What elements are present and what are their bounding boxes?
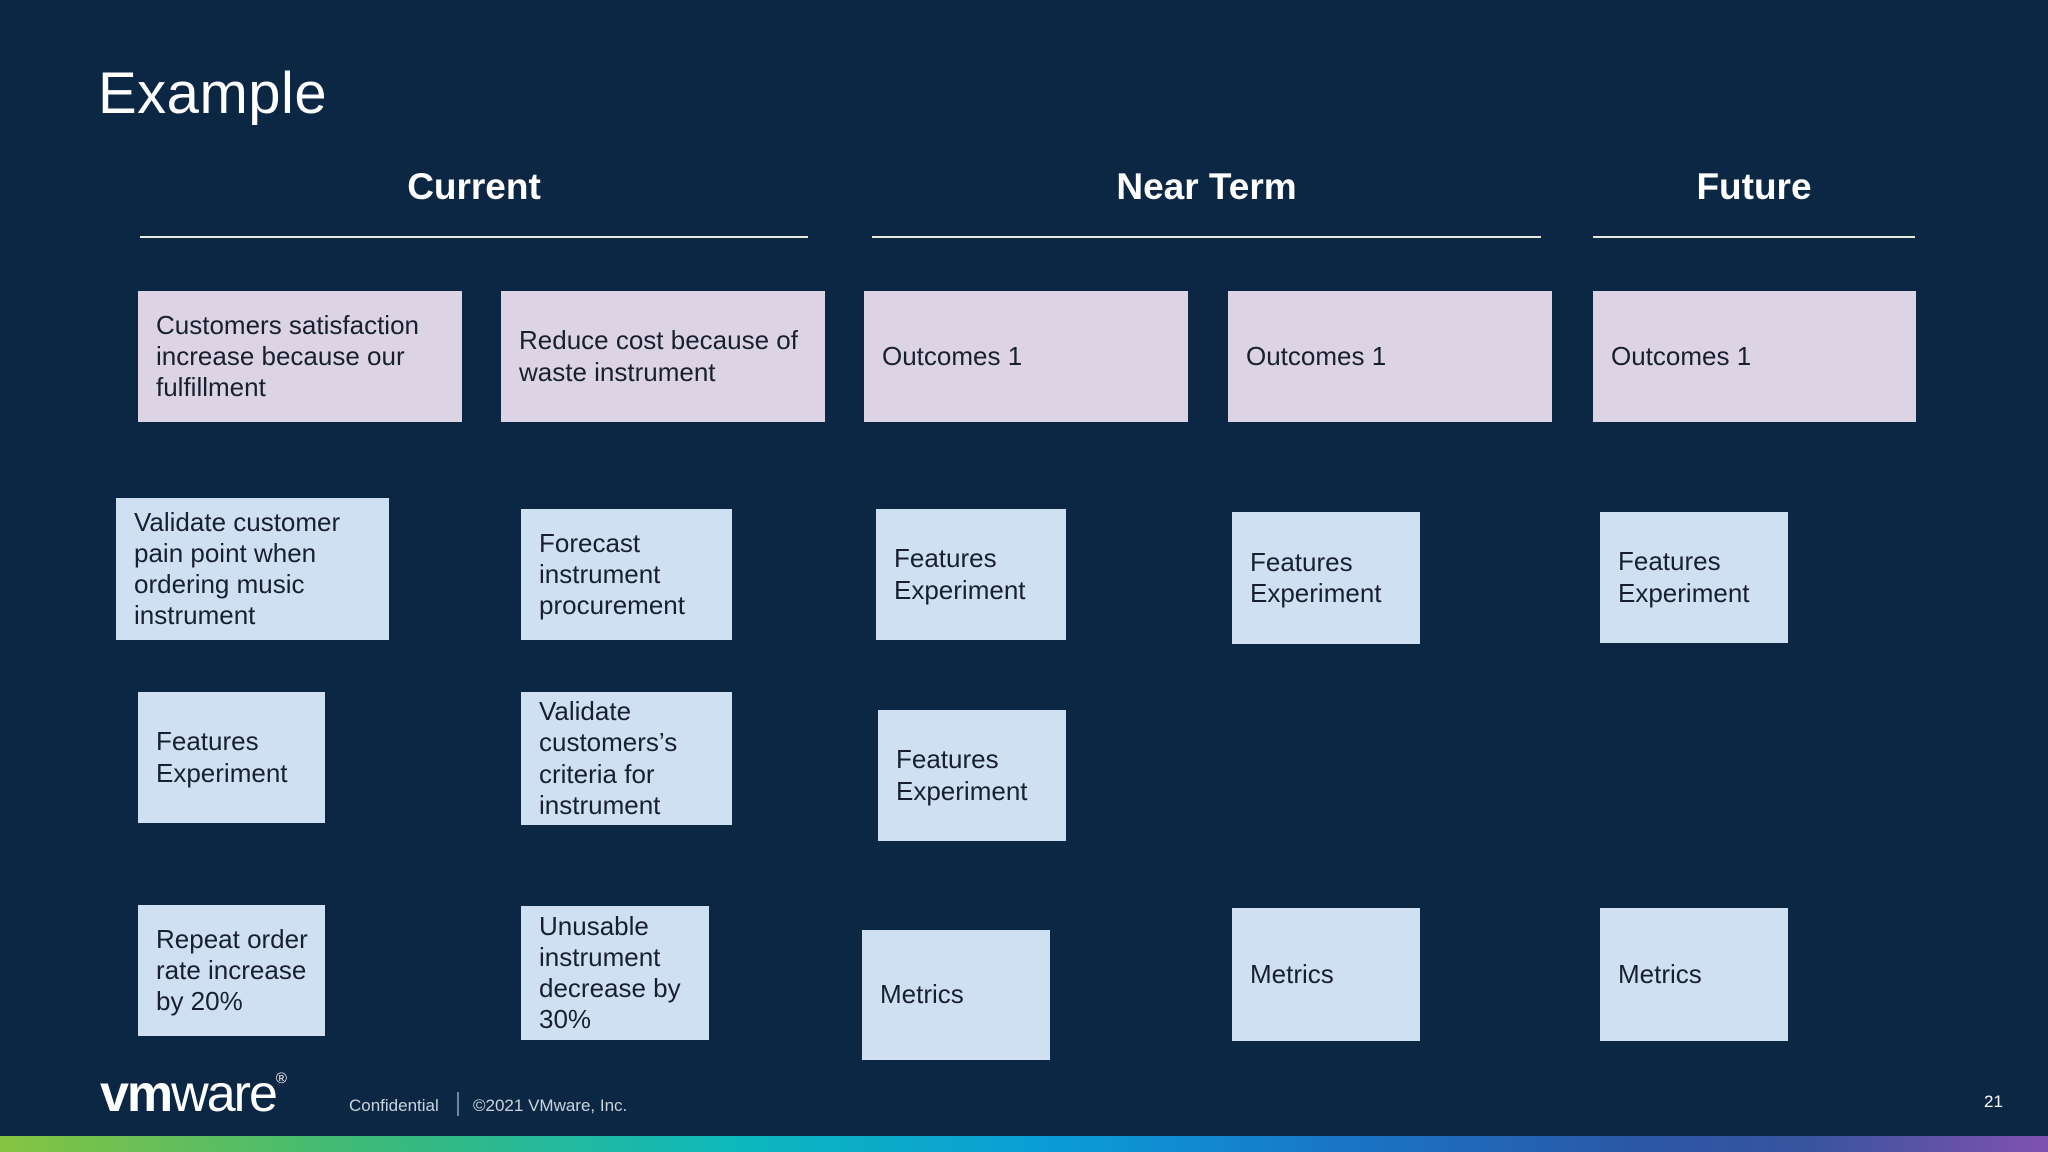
footer-separator <box>457 1092 459 1116</box>
card-outcomes-near-term-2: Outcomes 1 <box>1228 291 1552 422</box>
vmware-logo-vm: vm <box>100 1065 173 1123</box>
card-features-experiment-near-term-3: Features Experiment <box>878 710 1066 841</box>
card-validate-pain-point: Validate customer pain point when orderi… <box>116 498 389 640</box>
card-validate-criteria: Validate customers’s criteria for instru… <box>521 692 732 825</box>
brand-gradient-bar <box>0 1136 2048 1152</box>
card-customers-satisfaction: Customers satisfaction increase because … <box>138 291 462 422</box>
vmware-logo: vmware® <box>100 1068 287 1120</box>
copyright-label: ©2021 VMware, Inc. <box>473 1096 628 1115</box>
card-reduce-cost: Reduce cost because of waste instrument <box>501 291 825 422</box>
card-metrics-near-term-2: Metrics <box>1232 908 1420 1041</box>
column-header-future: Future <box>1696 166 1812 207</box>
vmware-logo-ware: ware <box>171 1065 278 1123</box>
card-forecast-procurement: Forecast instrument procurement <box>521 509 732 640</box>
card-metrics-future: Metrics <box>1600 908 1788 1041</box>
card-outcomes-future: Outcomes 1 <box>1593 291 1916 422</box>
card-unusable-instrument: Unusable instrument decrease by 30% <box>521 906 709 1040</box>
page-title: Example <box>98 61 328 126</box>
card-features-experiment-current: Features Experiment <box>138 692 325 823</box>
card-outcomes-near-term-1: Outcomes 1 <box>864 291 1188 422</box>
registered-mark: ® <box>275 1070 287 1087</box>
card-features-experiment-near-term-2: Features Experiment <box>1232 512 1420 644</box>
column-header-near-term: Near Term <box>1116 166 1297 207</box>
column-header-current: Current <box>407 166 541 207</box>
column-underline-future <box>1593 236 1915 238</box>
column-underline-near-term <box>872 236 1541 238</box>
card-features-experiment-future: Features Experiment <box>1600 512 1788 643</box>
column-underline-current <box>140 236 808 238</box>
confidential-label: Confidential <box>349 1096 439 1115</box>
card-metrics-near-term-1: Metrics <box>862 930 1050 1060</box>
card-features-experiment-near-term-1: Features Experiment <box>876 509 1066 640</box>
page-number: 21 <box>1984 1092 2003 1111</box>
card-repeat-order-rate: Repeat order rate increase by 20% <box>138 905 325 1036</box>
